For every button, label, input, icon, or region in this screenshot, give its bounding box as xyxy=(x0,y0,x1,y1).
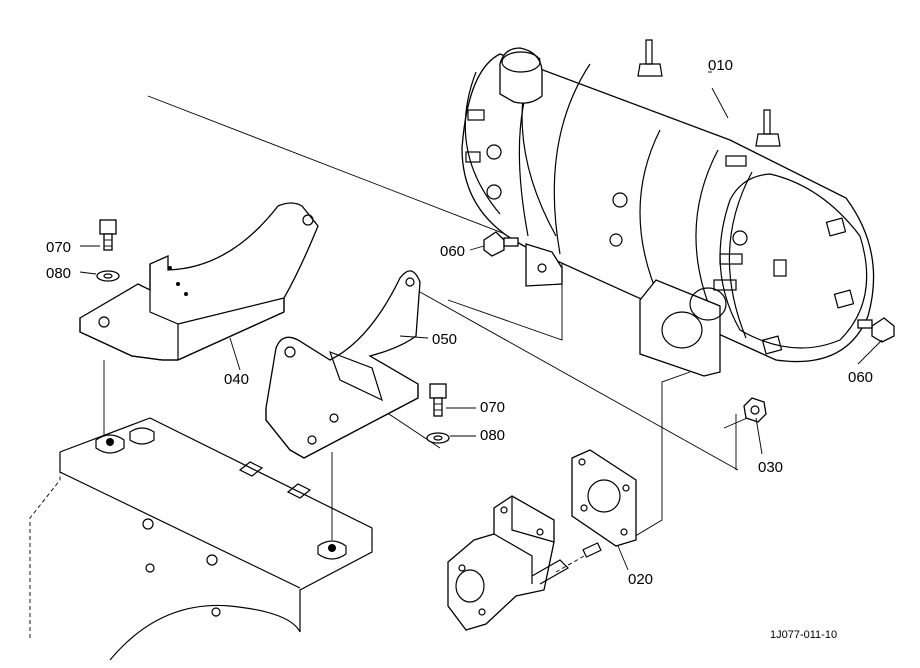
motor-010 xyxy=(461,39,875,377)
drawing-number: 1J077-011-10 xyxy=(770,629,837,641)
bolt-070-right xyxy=(429,383,447,417)
washer-080-right xyxy=(426,432,450,444)
leader-lines xyxy=(79,71,883,571)
label-070-right: 070 xyxy=(480,399,505,416)
label-050: 050 xyxy=(432,331,457,348)
hydraulic-pump xyxy=(447,495,602,631)
bracket-040 xyxy=(79,202,319,371)
bracket-050 xyxy=(265,270,429,459)
label-060-left: 060 xyxy=(440,243,465,260)
label-070-left: 070 xyxy=(46,239,71,256)
engine-block xyxy=(29,360,373,661)
label-040: 040 xyxy=(224,371,249,388)
label-010: 010 xyxy=(708,57,733,74)
bolt-060-left xyxy=(483,231,519,257)
bolt-060-right xyxy=(857,317,895,343)
washer-080-left xyxy=(96,270,120,282)
label-080-right: 080 xyxy=(480,427,505,444)
part-labels: 010 020 030 040 050 060 060 070 070 080 … xyxy=(46,57,873,641)
bolt-070-left xyxy=(99,219,117,251)
label-030: 030 xyxy=(758,459,783,476)
nut-030 xyxy=(743,397,767,423)
gasket-020 xyxy=(571,449,637,547)
label-060-right: 060 xyxy=(848,369,873,386)
label-080-left: 080 xyxy=(46,265,71,282)
assembly-axis-lines xyxy=(147,95,871,539)
label-020: 020 xyxy=(628,571,653,588)
